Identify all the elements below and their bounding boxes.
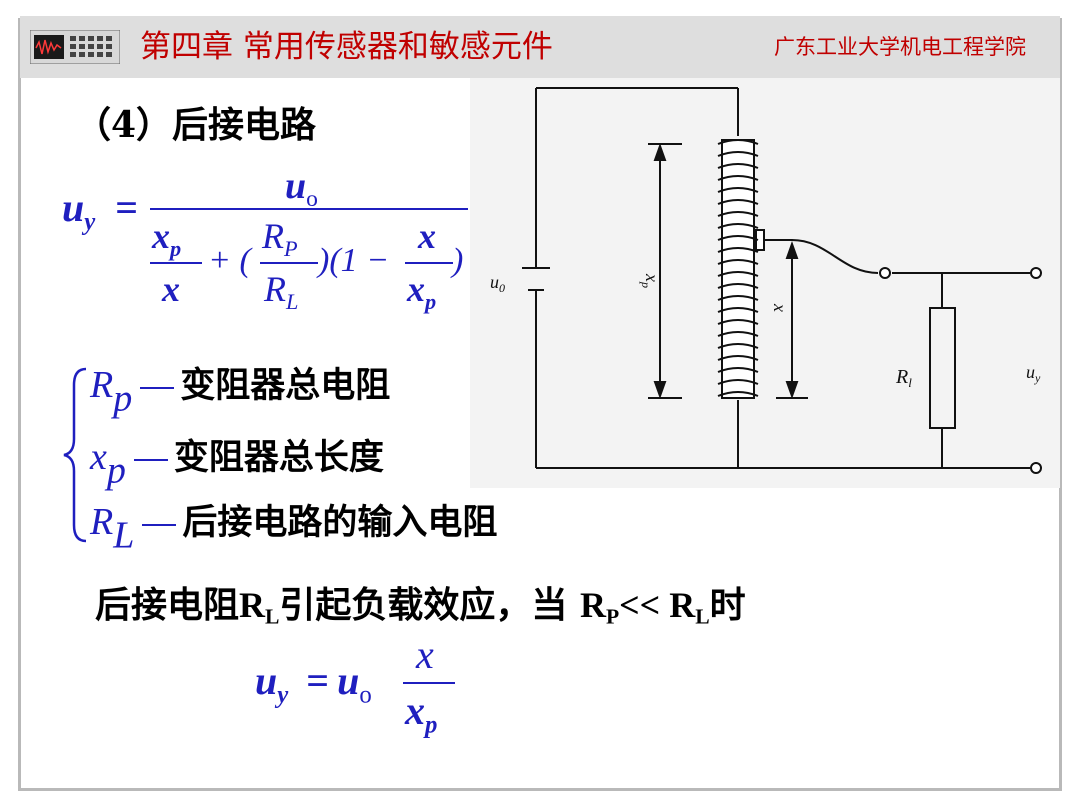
formula-main-frac-x: x (418, 216, 436, 256)
circuit-diagram: u0 xp x Rl uy (470, 78, 1060, 488)
label-rl: Rl (895, 366, 912, 390)
label-uy: uy (1026, 362, 1041, 385)
formula-main-rl: RL (264, 269, 299, 314)
formula-main-lhs: uy = (62, 185, 139, 236)
legend-brace (63, 367, 87, 543)
label-xp: xp (639, 273, 662, 288)
formula-main-x: x (162, 269, 180, 309)
load-effect-note: 后接电阻RL引起负载效应，当 RP<< RL时 (95, 584, 746, 629)
formula-main-r-bar (260, 262, 318, 264)
slide-border-bottom (18, 788, 1062, 791)
chapter-title: 第四章 常用传感器和敏感元件 (140, 29, 553, 65)
formula-main-xp: xp (152, 216, 182, 261)
slide-border-left (18, 18, 21, 790)
oscilloscope-icon (30, 30, 120, 64)
formula-main-middle: )(1 − (318, 242, 390, 279)
formula-simple-numerator: x (416, 632, 434, 677)
formula-main-fraction-bar (150, 208, 468, 210)
label-x: x (770, 303, 790, 312)
formula-simple-denominator: xp (405, 688, 438, 739)
school-name: 广东工业大学机电工程学院 (774, 35, 1026, 59)
formula-main-x-bar (405, 262, 453, 264)
formula-main-xp-bar (150, 262, 202, 264)
formula-main-rp: RP (262, 216, 298, 261)
formula-main-close: ) (452, 242, 464, 279)
formula-main-numerator: uo (285, 165, 318, 213)
rheostat-coil (717, 139, 759, 399)
formula-simple-bar (403, 682, 455, 684)
label-u0: u0 (490, 272, 505, 295)
formula-main-plus: + ( (208, 242, 251, 279)
formula-main-frac-xp: xp (407, 269, 437, 314)
slide-header: 第四章 常用传感器和敏感元件 广东工业大学机电工程学院 (20, 16, 1060, 78)
slide-border-right (1059, 18, 1062, 790)
section-title: （4）后接电路 (75, 104, 317, 146)
formula-simple-lhs: uy =uo (255, 658, 372, 709)
